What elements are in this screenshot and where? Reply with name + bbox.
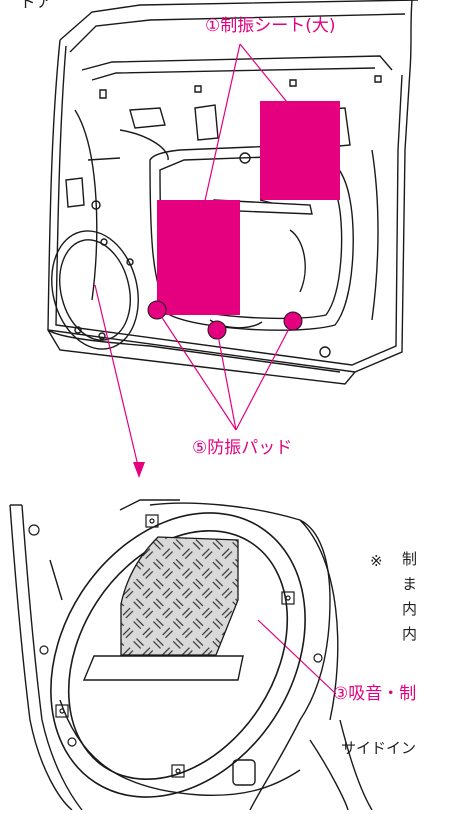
note-char-1: 制 (402, 550, 418, 568)
mounting-bolts (28, 514, 323, 778)
note-mark: ※ (370, 552, 383, 570)
speaker-detail-outline (9, 499, 373, 811)
absorbing-sheet (120, 536, 239, 656)
label-damping-sheet: ①制振シート(大) (205, 16, 336, 36)
damping-sheet-upper (260, 101, 340, 200)
label-damping-pad: ⑤防振パッド (192, 438, 293, 458)
label-side-impact: サイドイン (341, 739, 417, 757)
note-char-2: ま (402, 575, 418, 593)
label-absorbing: ③吸音・制 (333, 684, 417, 704)
leader-lines (94, 43, 337, 695)
speaker-ring-lower (50, 512, 306, 798)
arrow-head (133, 462, 145, 478)
door-outline (47, 0, 419, 385)
note-char-4: 内 (402, 625, 418, 643)
header-fragment: ドア (20, 0, 53, 11)
note-char-3: 内 (402, 600, 418, 618)
damping-sheet-lower (157, 200, 240, 315)
speaker-bar (82, 655, 244, 681)
